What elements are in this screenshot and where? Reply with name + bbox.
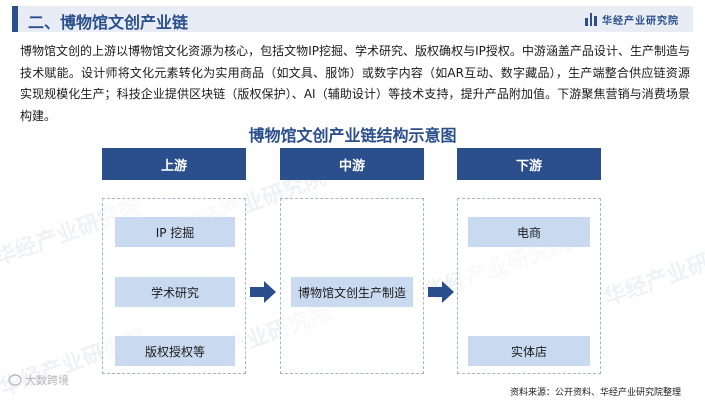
social-name: 大数跨境 [25,374,69,387]
downstream-item-store: 实体店 [468,336,590,366]
section-header: 二、博物馆文创产业链 华经产业研究院 [12,6,693,32]
upstream-item-licensing: 版权授权等 [115,336,235,366]
diagram-title: 博物馆文创产业链结构示意图 [248,126,457,145]
source-note: 资料来源：公开资料、华经产业研究院整理 [509,388,681,398]
social-watermark: 大数跨境 [8,372,69,388]
arrow-right-icon [250,281,276,303]
midstream-item-production: 博物馆文创生产制造 [291,277,413,307]
downstream-item-ecommerce: 电商 [468,217,590,247]
brand-name: 华经产业研究院 [602,16,679,27]
arrow-right-icon [428,281,454,303]
brand-logo-icon [585,13,598,26]
watermark: 华经产业研究院 [601,235,705,312]
chat-bubble-icon [8,374,22,386]
stage-header-downstream: 下游 [457,148,601,180]
intro-paragraph: 博物馆文创的上游以博物馆文化资源为核心，包括文物IP挖掘、学术研究、版权确权与I… [20,44,690,123]
section-title: 二、博物馆文创产业链 [28,13,189,32]
upstream-item-research: 学术研究 [115,277,235,307]
upstream-item-ip: IP 挖掘 [115,217,235,247]
brand: 华经产业研究院 [585,12,679,27]
stage-header-midstream: 中游 [280,148,424,180]
header-accent [12,6,18,32]
stage-header-upstream: 上游 [102,148,246,180]
